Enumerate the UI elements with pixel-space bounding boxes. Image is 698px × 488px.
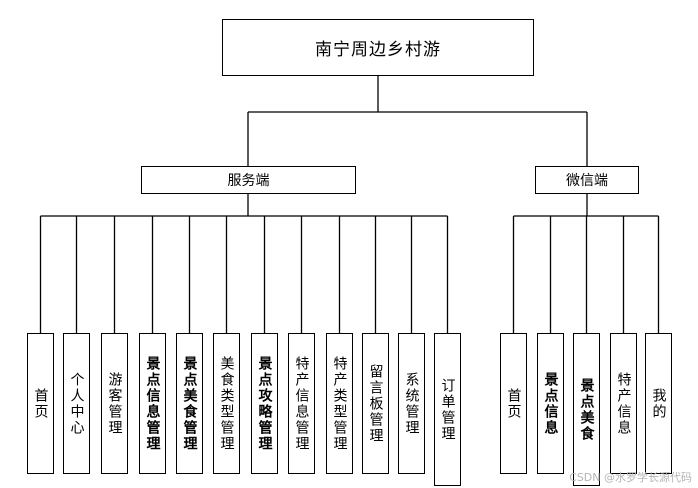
leaf-node-server-9: 留言板管理 <box>362 333 389 474</box>
leaf-node-wechat-0: 首页 <box>500 333 527 474</box>
leaf-node-server-2: 游客管理 <box>101 333 128 474</box>
root-node: 南宁周边乡村游 <box>222 19 534 76</box>
leaf-node-server-3: 景点信息管理 <box>139 333 166 474</box>
leaf-node-server-5: 美食类型管理 <box>213 333 240 474</box>
leaf-node-server-0: 首页 <box>27 333 54 474</box>
root-node-label: 南宁周边乡村游 <box>315 40 441 60</box>
leaf-node-server-1: 个人中心 <box>63 333 90 474</box>
branch-node-server-label: 服务端 <box>227 173 270 189</box>
branch-node-wechat-label: 微信端 <box>566 173 608 189</box>
leaf-node-server-10: 系统管理 <box>398 333 425 474</box>
leaf-node-server-7: 特产信息管理 <box>288 333 315 474</box>
leaf-node-wechat-1: 景点信息 <box>537 333 564 474</box>
leaf-node-wechat-2: 景点美食 <box>573 333 600 486</box>
leaf-node-wechat-3: 特产信息 <box>610 333 637 474</box>
leaf-node-server-11: 订单管理 <box>434 333 461 486</box>
leaf-node-server-4: 景点美食管理 <box>176 333 203 474</box>
branch-node-server: 服务端 <box>141 166 356 194</box>
leaf-node-server-6: 景点攻略管理 <box>251 333 278 474</box>
watermark: CSDN @水罗学长源代码 <box>569 471 692 484</box>
branch-node-wechat: 微信端 <box>535 166 639 194</box>
leaf-node-server-8: 特产类型管理 <box>326 333 353 474</box>
leaf-node-wechat-4: 我的 <box>645 333 672 474</box>
